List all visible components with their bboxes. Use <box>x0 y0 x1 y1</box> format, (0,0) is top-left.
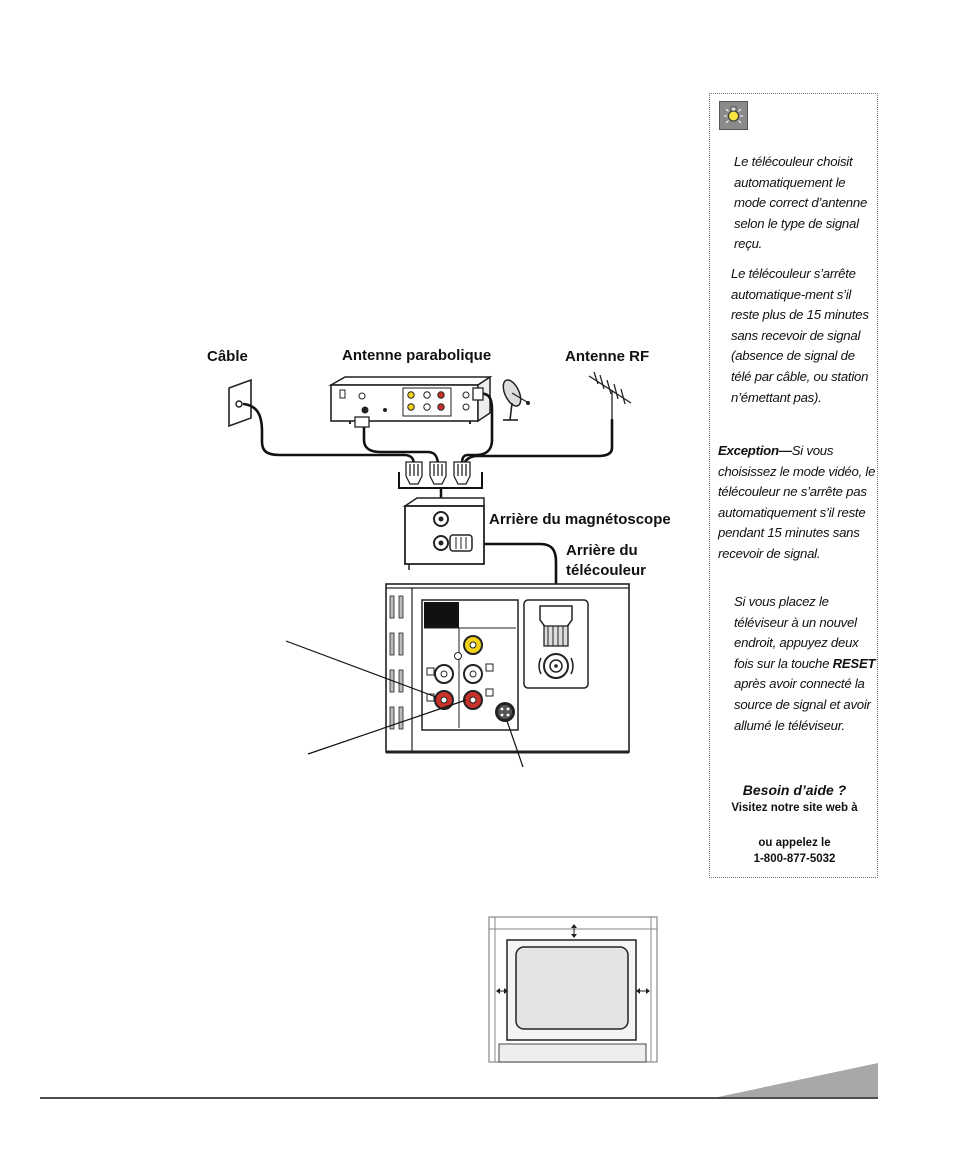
page-corner-tab <box>718 1063 878 1097</box>
help-title: Besoin d’aide ? <box>742 782 847 798</box>
help-call-line: ou appelez le <box>758 837 831 849</box>
tv-placement-illustration <box>488 916 658 1063</box>
rf-antenna <box>588 371 632 420</box>
help-website-line: Visitez notre site web à <box>731 802 858 814</box>
satellite-receiver <box>328 375 493 424</box>
lightbulb-icon <box>719 101 748 130</box>
tip-paragraph-3: Exception—Si vous choisissez le mode vid… <box>718 443 876 561</box>
tip-paragraph-2: Le télécouleur s’arrête automatique-ment… <box>731 266 869 405</box>
exception-label: Exception— <box>718 443 792 458</box>
vcr-back-panel <box>402 497 485 570</box>
satellite-dish <box>502 379 530 421</box>
vcr-back-label: Arrière du magnétoscope <box>489 511 671 528</box>
satellite-label: Antenne parabolique <box>342 347 492 364</box>
cable-wall-plate <box>228 378 252 428</box>
tv-back-panel <box>385 583 630 754</box>
help-phone: 1-800-877-5032 <box>753 853 836 865</box>
tip-paragraph-4: Si vous placez le téléviseur à un nouvel… <box>734 594 876 733</box>
combiner-connectors <box>405 461 471 485</box>
reset-key-label: RESET <box>832 655 876 671</box>
tv-back-label-line2: télécouleur <box>566 562 647 579</box>
tip-sidebar: Le télécouleur choisit automatiquement l… <box>709 93 878 878</box>
tv-back-label-line1: Arrière du <box>566 542 638 559</box>
tip-paragraph-1: Le télécouleur choisit automatiquement l… <box>734 154 868 252</box>
rf-antenna-label: Antenne RF <box>565 348 650 365</box>
cable-label: Câble <box>207 348 248 365</box>
